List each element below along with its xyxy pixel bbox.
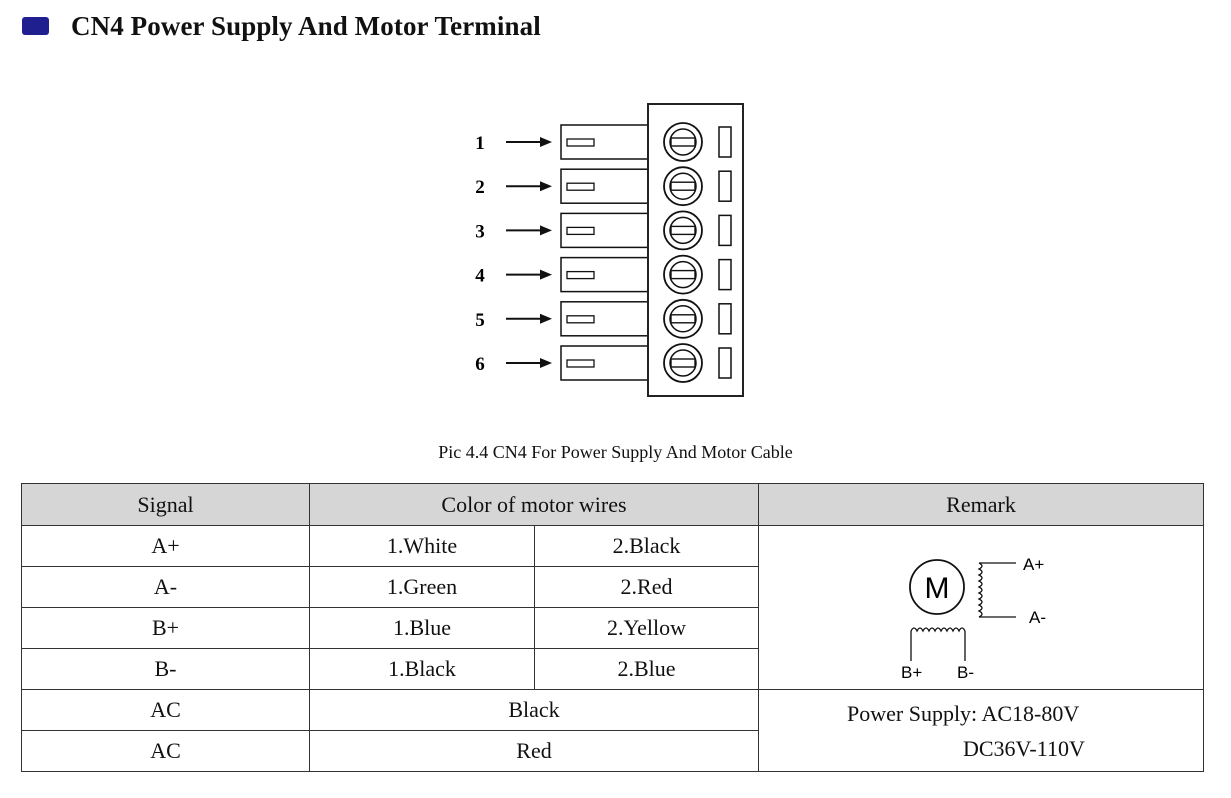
table-row: A+ 1.White 2.Black M A+ A- B+: [21, 525, 1204, 690]
pin-slot: [566, 359, 595, 368]
screw-slot: [670, 314, 696, 324]
motor-label: M: [925, 572, 950, 605]
screw-head: [669, 260, 697, 289]
signal-cell: A+: [21, 525, 310, 567]
signal-cell: AC: [21, 730, 310, 772]
screw-slot: [670, 358, 696, 368]
pin-number-label: 1: [475, 133, 485, 154]
signal-cell: B+: [21, 607, 310, 649]
section-title: CN4 Power Supply And Motor Terminal: [71, 10, 541, 41]
figure-caption: Pic 4.4 CN4 For Power Supply And Motor C…: [438, 442, 793, 462]
pin-number-label: 6: [475, 354, 485, 375]
power-supply-remark: Power Supply: AC18-80V DC36V-110V: [758, 689, 1204, 772]
screw-outer-ring: [663, 166, 703, 207]
screw-slot: [670, 181, 696, 191]
pin-arrow-head: [540, 225, 552, 236]
wire1-cell: 1.Green: [309, 566, 535, 608]
power-supply-dc: DC36V-110V: [963, 735, 1085, 761]
wire-entry-slot: [718, 347, 732, 379]
pin-housing: [560, 256, 649, 293]
wire-cell: Red: [309, 730, 759, 772]
wire-entry-slot: [718, 126, 732, 158]
signal-cell: B-: [21, 648, 310, 690]
pin-slot: [566, 138, 595, 147]
screw-outer-ring: [663, 210, 703, 251]
signal-table: Signal Color of motor wires Remark A+ 1.…: [21, 483, 1204, 772]
wire2-cell: 2.Red: [534, 566, 759, 608]
pin-slot: [566, 270, 595, 280]
signal-cell: AC: [21, 689, 310, 731]
wire-entry-slot: [718, 214, 732, 247]
screw-head: [669, 128, 697, 156]
table-row: A- 1.Green 2.Red: [21, 566, 1204, 608]
pin-arrow-head: [540, 358, 552, 368]
table-row: AC Red: [21, 730, 1204, 772]
pin-slot: [566, 226, 595, 236]
section-heading: CN4 Power Supply And Motor Terminal: [22, 6, 541, 46]
power-supply-ac: Power Supply: AC18-80V: [847, 700, 1080, 726]
cn4-connector-diagram: 1 2 3 4 5 6: [475, 103, 744, 397]
connector-pins: 1 2 3 4 5 6: [475, 122, 732, 383]
b-minus-label: B-: [957, 663, 974, 682]
wire-entry-slot: [718, 303, 732, 335]
pin-slot: [566, 182, 595, 191]
pin-number-label: 2: [475, 177, 485, 198]
pin-housing: [560, 301, 649, 337]
pin-number-label: 5: [475, 310, 485, 331]
pin-number-label: 3: [475, 221, 485, 242]
header-signal: Signal: [21, 483, 310, 526]
screw-slot: [670, 225, 696, 236]
pin-number-label: 4: [475, 266, 485, 287]
screw-head: [669, 216, 697, 245]
pin-arrow-head: [540, 137, 552, 147]
terminal-block-body: [647, 103, 744, 397]
pin-housing: [560, 168, 649, 204]
pin-slot: [566, 315, 595, 324]
pin-arrow-head: [540, 313, 552, 324]
table-row: B+ 1.Blue 2.Yellow: [21, 607, 1204, 649]
wire-entry-slot: [718, 170, 732, 202]
a-minus-label: A-: [1029, 608, 1046, 627]
pin-arrow-head: [540, 181, 552, 192]
wire2-cell: 2.Blue: [534, 648, 759, 690]
table-header-row: Signal Color of motor wires Remark: [21, 483, 1204, 526]
pin-housing: [560, 124, 649, 160]
heading-bullet-icon: [22, 17, 49, 35]
screw-outer-ring: [663, 343, 703, 383]
screw-head: [669, 172, 697, 200]
a-plus-label: A+: [1023, 555, 1044, 574]
wire2-cell: 2.Black: [534, 525, 759, 567]
motor-circle: [909, 558, 965, 615]
screw-slot: [670, 269, 696, 280]
pin-arrow-head: [540, 269, 552, 280]
motor-wiring-remark: M A+ A- B+ B-: [758, 525, 1204, 690]
screw-outer-ring: [663, 122, 703, 162]
b-phase-coil: [910, 626, 966, 632]
table-row: AC Black Power Supply: AC18-80V DC36V-11…: [21, 689, 1204, 772]
wire1-cell: 1.White: [309, 525, 535, 567]
a-phase-coil: [977, 561, 983, 618]
screw-head: [669, 349, 697, 377]
b-plus-label: B+: [901, 663, 922, 682]
header-remark: Remark: [758, 483, 1204, 526]
header-color: Color of motor wires: [309, 483, 759, 526]
signal-cell: A-: [21, 566, 310, 608]
motor-wiring-diagram: M A+ A- B+ B-: [901, 555, 1046, 682]
pin-housing: [560, 212, 649, 249]
screw-slot: [670, 137, 696, 147]
wire2-cell: 2.Yellow: [534, 607, 759, 649]
wire-cell: Black: [309, 689, 759, 731]
screw-head: [669, 305, 697, 333]
pin-housing: [560, 345, 649, 381]
wire1-cell: 1.Blue: [309, 607, 535, 649]
screw-outer-ring: [663, 254, 703, 295]
screw-outer-ring: [663, 298, 703, 339]
wire-entry-slot: [718, 258, 732, 291]
wire1-cell: 1.Black: [309, 648, 535, 690]
